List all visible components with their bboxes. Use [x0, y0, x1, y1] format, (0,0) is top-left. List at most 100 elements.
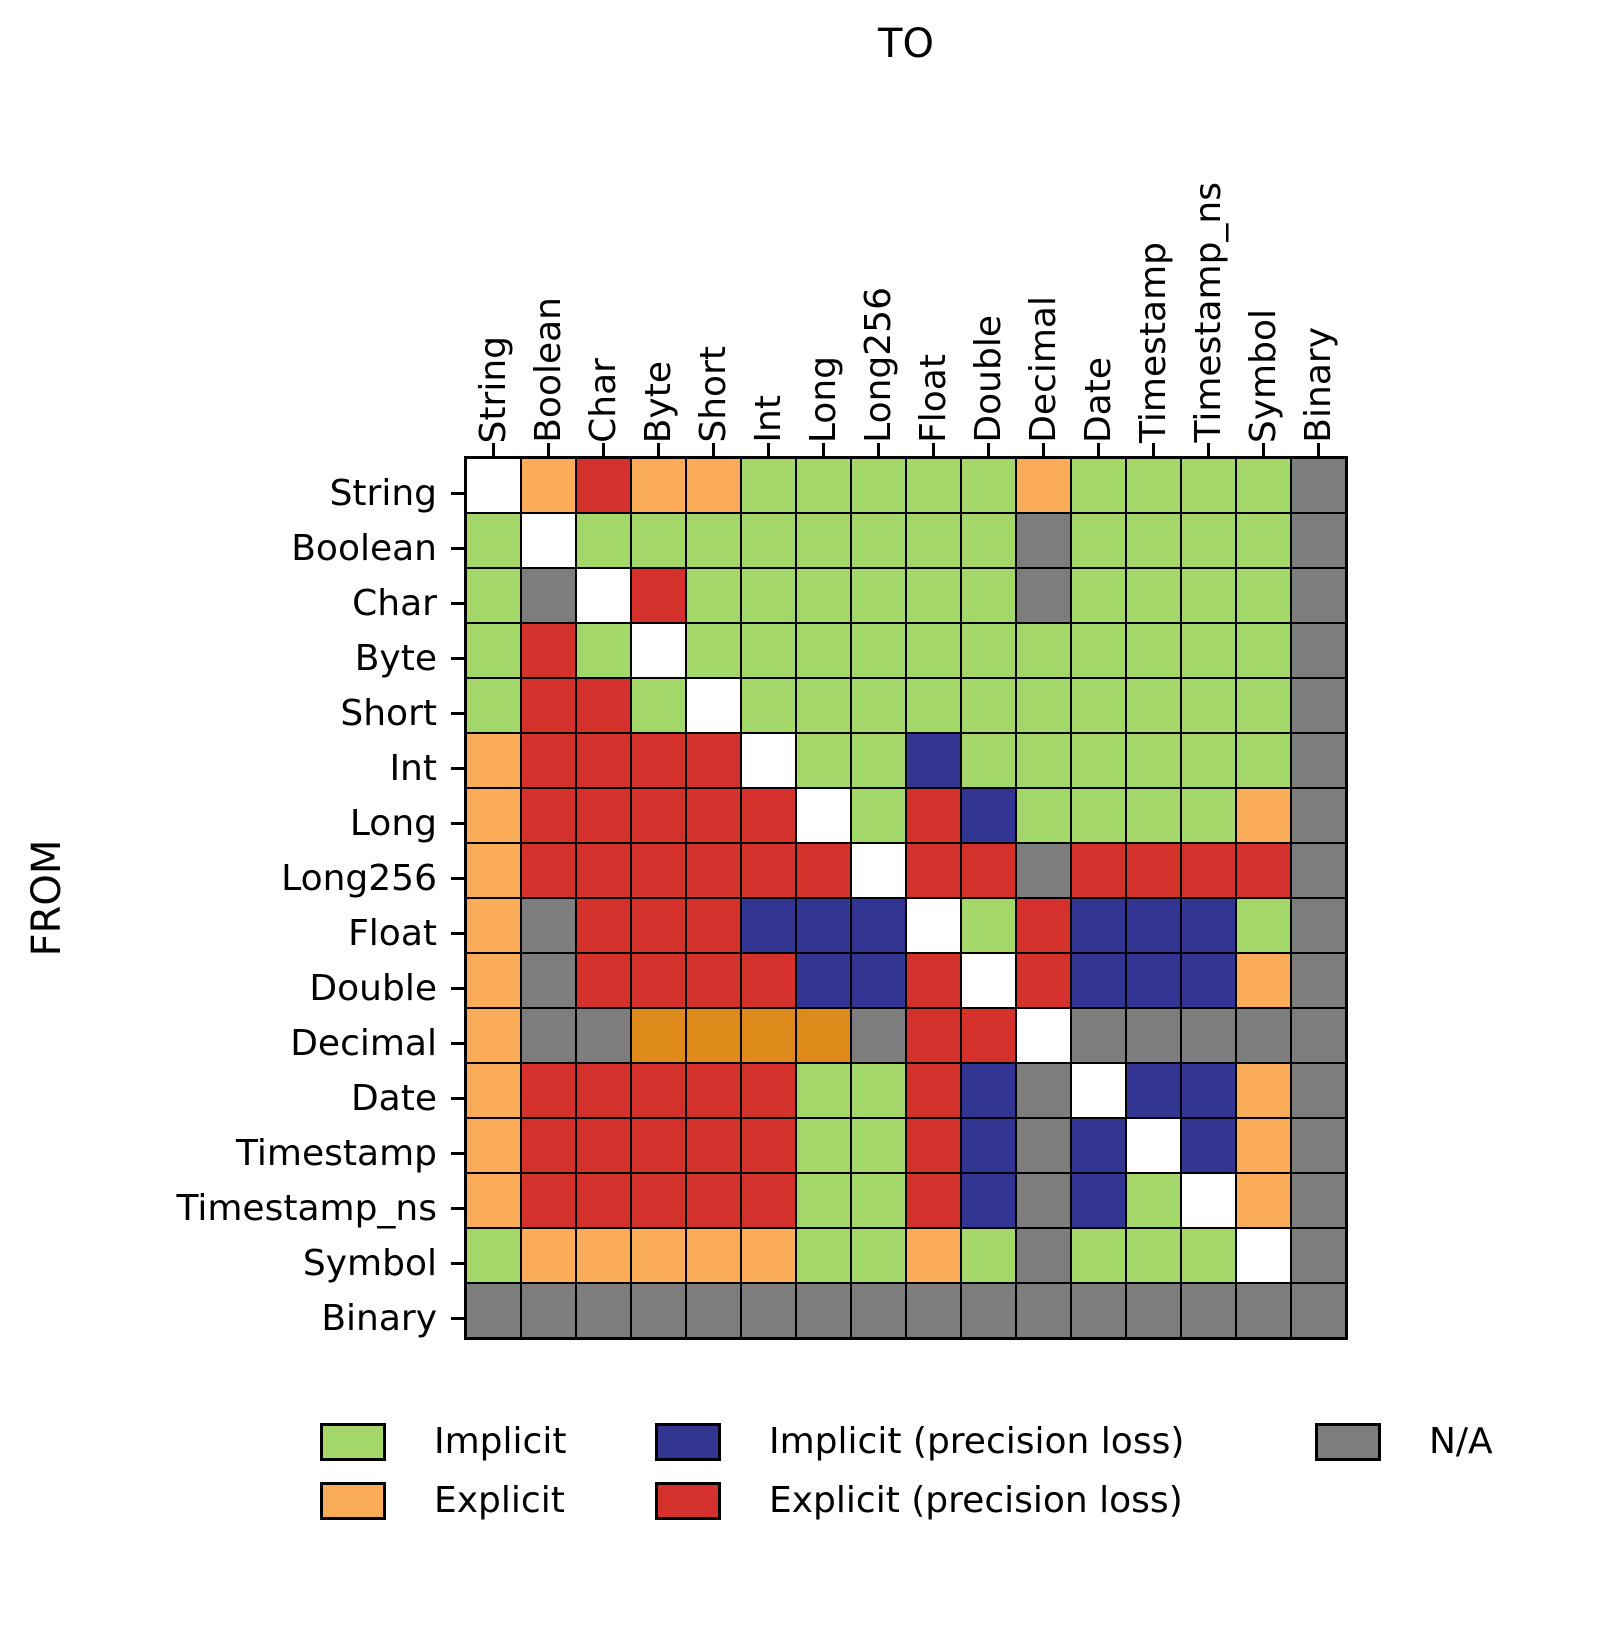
column-label-binary: Binary: [1292, 108, 1345, 456]
matrix-cell-double-to-decimal: [1017, 954, 1070, 1007]
matrix-cell-float-to-timestamp_ns: [1182, 899, 1235, 952]
matrix-cell-long256-to-timestamp: [1127, 844, 1180, 897]
matrix-cell-timestamp_ns-to-char: [577, 1174, 630, 1227]
matrix-cell-long-to-float: [907, 789, 960, 842]
matrix-cell-char-to-symbol: [1237, 569, 1290, 622]
row-label-timestamp: Timestamp: [60, 1127, 464, 1180]
matrix-cell-double-to-long: [797, 954, 850, 1007]
matrix-cell-long-to-string: [467, 789, 520, 842]
legend-label: Implicit: [434, 1421, 567, 1462]
matrix-cell-symbol-to-string: [467, 1229, 520, 1282]
row-label-text: Byte: [354, 637, 437, 679]
row-label-timestamp_ns: Timestamp_ns: [60, 1182, 464, 1235]
matrix-cell-int-to-timestamp_ns: [1182, 734, 1235, 787]
matrix-cell-timestamp-to-symbol: [1237, 1119, 1290, 1172]
matrix-cell-timestamp-to-string: [467, 1119, 520, 1172]
matrix-cell-timestamp-to-binary: [1292, 1119, 1345, 1172]
matrix-cell-boolean-to-binary: [1292, 514, 1345, 567]
row-label-text: Char: [352, 582, 437, 624]
row-label-text: Timestamp: [236, 1132, 437, 1174]
matrix-cell-char-to-long: [797, 569, 850, 622]
matrix-cell-double-to-float: [907, 954, 960, 1007]
matrix-cell-float-to-symbol: [1237, 899, 1290, 952]
matrix-cell-long-to-binary: [1292, 789, 1345, 842]
matrix-cell-long-to-long: [797, 789, 850, 842]
legend-swatch-ep: [655, 1482, 721, 1520]
x-axis-tick: [822, 443, 825, 456]
matrix-cell-date-to-double: [962, 1064, 1015, 1117]
matrix-cell-string-to-float: [907, 459, 960, 512]
matrix-cell-long256-to-double: [962, 844, 1015, 897]
matrix-cell-byte-to-symbol: [1237, 624, 1290, 677]
matrix-cell-long256-to-binary: [1292, 844, 1345, 897]
legend-column-precision-loss: Implicit (precision loss)Explicit (preci…: [655, 1422, 1184, 1540]
y-axis-tick: [451, 492, 464, 495]
matrix-cell-char-to-decimal: [1017, 569, 1070, 622]
matrix-cell-binary-to-long256: [852, 1284, 905, 1337]
matrix-cell-long-to-timestamp: [1127, 789, 1180, 842]
row-label-short: Short: [60, 687, 464, 740]
matrix-cell-string-to-long: [797, 459, 850, 512]
matrix-cell-byte-to-int: [742, 624, 795, 677]
matrix-cell-float-to-long256: [852, 899, 905, 952]
x-axis-tick: [657, 443, 660, 456]
matrix-cell-float-to-byte: [632, 899, 685, 952]
matrix-cell-float-to-decimal: [1017, 899, 1070, 952]
matrix-cell-binary-to-char: [577, 1284, 630, 1337]
matrix-cell-decimal-to-float: [907, 1009, 960, 1062]
column-label-date: Date: [1072, 108, 1125, 456]
column-label-short: Short: [687, 108, 740, 456]
matrix-cell-byte-to-float: [907, 624, 960, 677]
matrix-cell-float-to-binary: [1292, 899, 1345, 952]
x-axis-tick: [712, 443, 715, 456]
matrix-cell-long-to-long256: [852, 789, 905, 842]
matrix-cell-string-to-boolean: [522, 459, 575, 512]
row-label-text: Binary: [321, 1297, 437, 1339]
matrix-cell-date-to-date: [1072, 1064, 1125, 1117]
matrix-cell-date-to-float: [907, 1064, 960, 1117]
matrix-cell-double-to-char: [577, 954, 630, 1007]
matrix-cell-boolean-to-string: [467, 514, 520, 567]
matrix-cell-char-to-long256: [852, 569, 905, 622]
matrix-cell-double-to-binary: [1292, 954, 1345, 1007]
matrix-cell-short-to-char: [577, 679, 630, 732]
row-label-float: Float: [60, 907, 464, 960]
column-label-long256: Long256: [852, 108, 905, 456]
matrix-cell-decimal-to-long: [797, 1009, 850, 1062]
matrix-cell-symbol-to-char: [577, 1229, 630, 1282]
matrix-cell-binary-to-date: [1072, 1284, 1125, 1337]
matrix-cell-boolean-to-short: [687, 514, 740, 567]
matrix-cell-long-to-decimal: [1017, 789, 1070, 842]
matrix-cell-long256-to-short: [687, 844, 740, 897]
matrix-cell-long-to-symbol: [1237, 789, 1290, 842]
column-label-text: Timestamp: [1132, 242, 1174, 443]
matrix-cell-short-to-binary: [1292, 679, 1345, 732]
matrix-cell-long256-to-long: [797, 844, 850, 897]
matrix-cell-long-to-short: [687, 789, 740, 842]
matrix-cell-short-to-long: [797, 679, 850, 732]
matrix-cell-binary-to-long: [797, 1284, 850, 1337]
matrix-cell-char-to-timestamp: [1127, 569, 1180, 622]
column-label-double: Double: [962, 108, 1015, 456]
matrix-cell-timestamp_ns-to-short: [687, 1174, 740, 1227]
matrix-cell-binary-to-timestamp_ns: [1182, 1284, 1235, 1337]
matrix-cell-boolean-to-decimal: [1017, 514, 1070, 567]
matrix-cell-timestamp-to-float: [907, 1119, 960, 1172]
matrix-cell-binary-to-decimal: [1017, 1284, 1070, 1337]
matrix-cell-binary-to-float: [907, 1284, 960, 1337]
matrix-cell-decimal-to-string: [467, 1009, 520, 1062]
y-axis-tick: [451, 1317, 464, 1320]
matrix-cell-symbol-to-decimal: [1017, 1229, 1070, 1282]
matrix-cell-timestamp_ns-to-timestamp: [1127, 1174, 1180, 1227]
matrix-cell-short-to-short: [687, 679, 740, 732]
matrix-cell-binary-to-string: [467, 1284, 520, 1337]
matrix-cell-short-to-long256: [852, 679, 905, 732]
matrix-cell-symbol-to-float: [907, 1229, 960, 1282]
matrix-cell-char-to-int: [742, 569, 795, 622]
matrix-cell-short-to-timestamp_ns: [1182, 679, 1235, 732]
legend-swatch-na: [1315, 1423, 1381, 1461]
row-label-long256: Long256: [60, 852, 464, 905]
matrix-cell-byte-to-timestamp: [1127, 624, 1180, 677]
matrix-cell-double-to-symbol: [1237, 954, 1290, 1007]
column-label-text: Char: [582, 358, 624, 443]
